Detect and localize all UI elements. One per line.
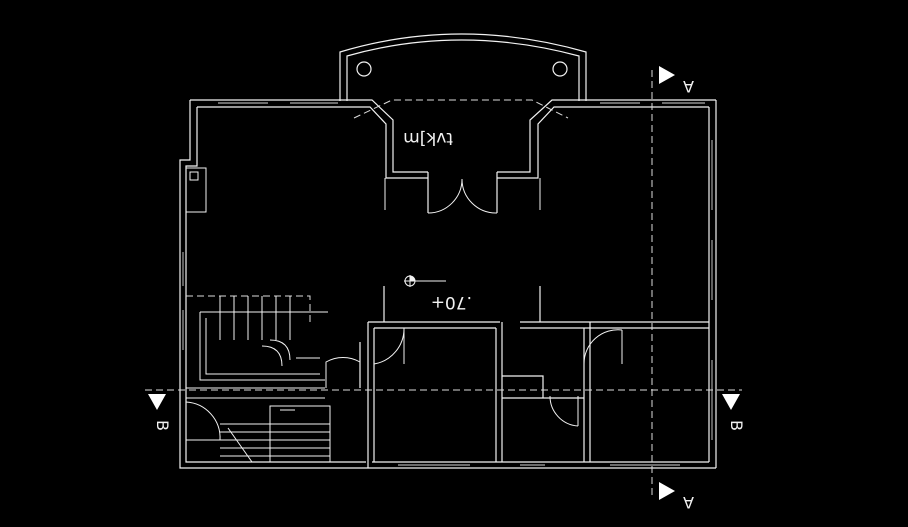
section-marker-a-top: A [659,66,694,96]
section-a-label-bottom: A [683,493,694,512]
balcony-double-door [384,172,541,214]
section-b-label-right: B [727,420,746,431]
section-marker-b-left: B [148,394,172,431]
exterior-walls [179,99,717,469]
level-value: .70+ [431,292,472,312]
section-b-label-left: B [153,420,172,431]
section-marker-b-right: B [722,394,746,431]
level-marker: .70+ [404,275,472,312]
section-a-label-top: A [683,77,694,96]
section-lines [145,70,742,495]
balcony-room-label: tvk]m [403,128,453,148]
balcony [339,33,587,119]
section-marker-a-bottom: A [659,482,694,512]
staircase [185,295,361,463]
interior-walls [367,286,709,468]
